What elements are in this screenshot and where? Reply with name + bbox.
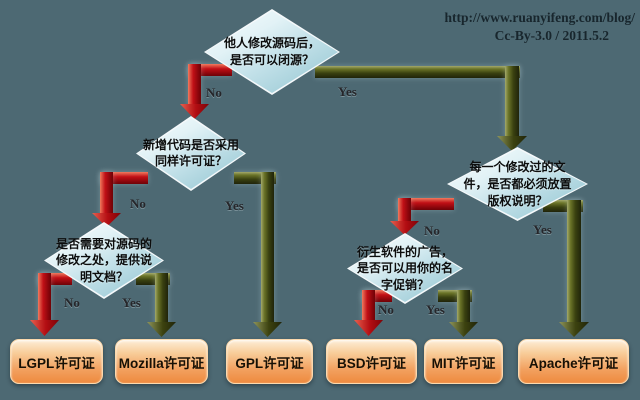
decision-copyright-notice: 每一个修改过的文 件，是否都必须放置 版权说明？ [447, 147, 588, 221]
edge-d2-yes-label: Yes [225, 198, 244, 213]
decision-document-changes: 是否需要对源码的 修改之处，提供说 明文档？ [44, 222, 164, 299]
edge-d4-yes-vbar [457, 290, 470, 324]
watermark-license: Cc-By-3.0 / 2011.5.2 [494, 27, 609, 43]
edge-d3-no-label: No [64, 295, 80, 310]
edge-d4-no-label: No [378, 302, 394, 317]
license-box-bsd: BSD许可证 [326, 339, 417, 384]
decision-name-promotion: 衍生软件的广告， 是否可以用你的名 字促销？ [347, 233, 463, 304]
license-box-lgpl: LGPL许可证 [10, 339, 103, 384]
edge-dr-no-vbar [398, 198, 411, 224]
edge-dr-no-hbar [398, 198, 454, 210]
edge-d1-no-label: No [206, 85, 222, 100]
decision-copyright-notice-text: 每一个修改过的文 件，是否都必须放置 版权说明？ [463, 159, 572, 208]
edge-d3-no-arrowhead [30, 320, 59, 336]
license-box-mozilla: Mozilla许可证 [115, 339, 208, 384]
decision-same-license-text: 新增代码是否采用 同样许可证？ [142, 137, 239, 169]
edge-d4-yes-label: Yes [426, 302, 445, 317]
edge-d2-no-label: No [130, 196, 146, 211]
edge-d3-yes-vbar [155, 273, 168, 324]
edge-dr-yes-arrowhead [559, 322, 589, 337]
edge-dr-yes-label: Yes [533, 222, 552, 237]
watermark-url: http://www.ruanyifeng.com/blog/ [444, 10, 635, 25]
decision-document-changes-text: 是否需要对源码的 修改之处，提供说 明文档？ [55, 236, 152, 284]
decision-closed-source: 他人修改源码后， 是否可以闭源？ [204, 9, 340, 95]
edge-d2-no-vbar [100, 172, 113, 216]
edge-d1-yes-vbar [505, 66, 519, 138]
decision-closed-source-text: 他人修改源码后， 是否可以闭源？ [223, 36, 320, 67]
decision-same-license: 新增代码是否采用 同样许可证？ [136, 116, 246, 191]
edge-d4-yes-arrowhead [449, 322, 478, 337]
edge-d3-yes-arrowhead [147, 322, 176, 337]
edge-d3-yes-label: Yes [122, 295, 141, 310]
license-box-mit: MIT许可证 [424, 339, 503, 384]
edge-d1-yes-label: Yes [338, 84, 357, 99]
watermark: http://www.ruanyifeng.com/blog/ Cc-By-3.… [444, 9, 635, 44]
license-box-gpl: GPL许可证 [226, 339, 313, 384]
edge-d4-no-arrowhead [354, 320, 383, 336]
edge-d2-yes-arrowhead [253, 322, 282, 337]
edge-d1-no-vbar [188, 64, 201, 106]
decision-name-promotion-text: 衍生软件的广告， 是否可以用你的名 字促销？ [356, 244, 453, 292]
edge-d2-yes-vbar [261, 172, 274, 324]
edge-d3-no-vbar [38, 273, 51, 322]
edge-d4-no-vbar [362, 290, 375, 322]
edge-d1-yes-hbar [315, 66, 520, 78]
edge-dr-no-label: No [424, 223, 440, 238]
edge-dr-yes-vbar [567, 200, 581, 324]
license-box-apache: Apache许可证 [518, 339, 629, 384]
